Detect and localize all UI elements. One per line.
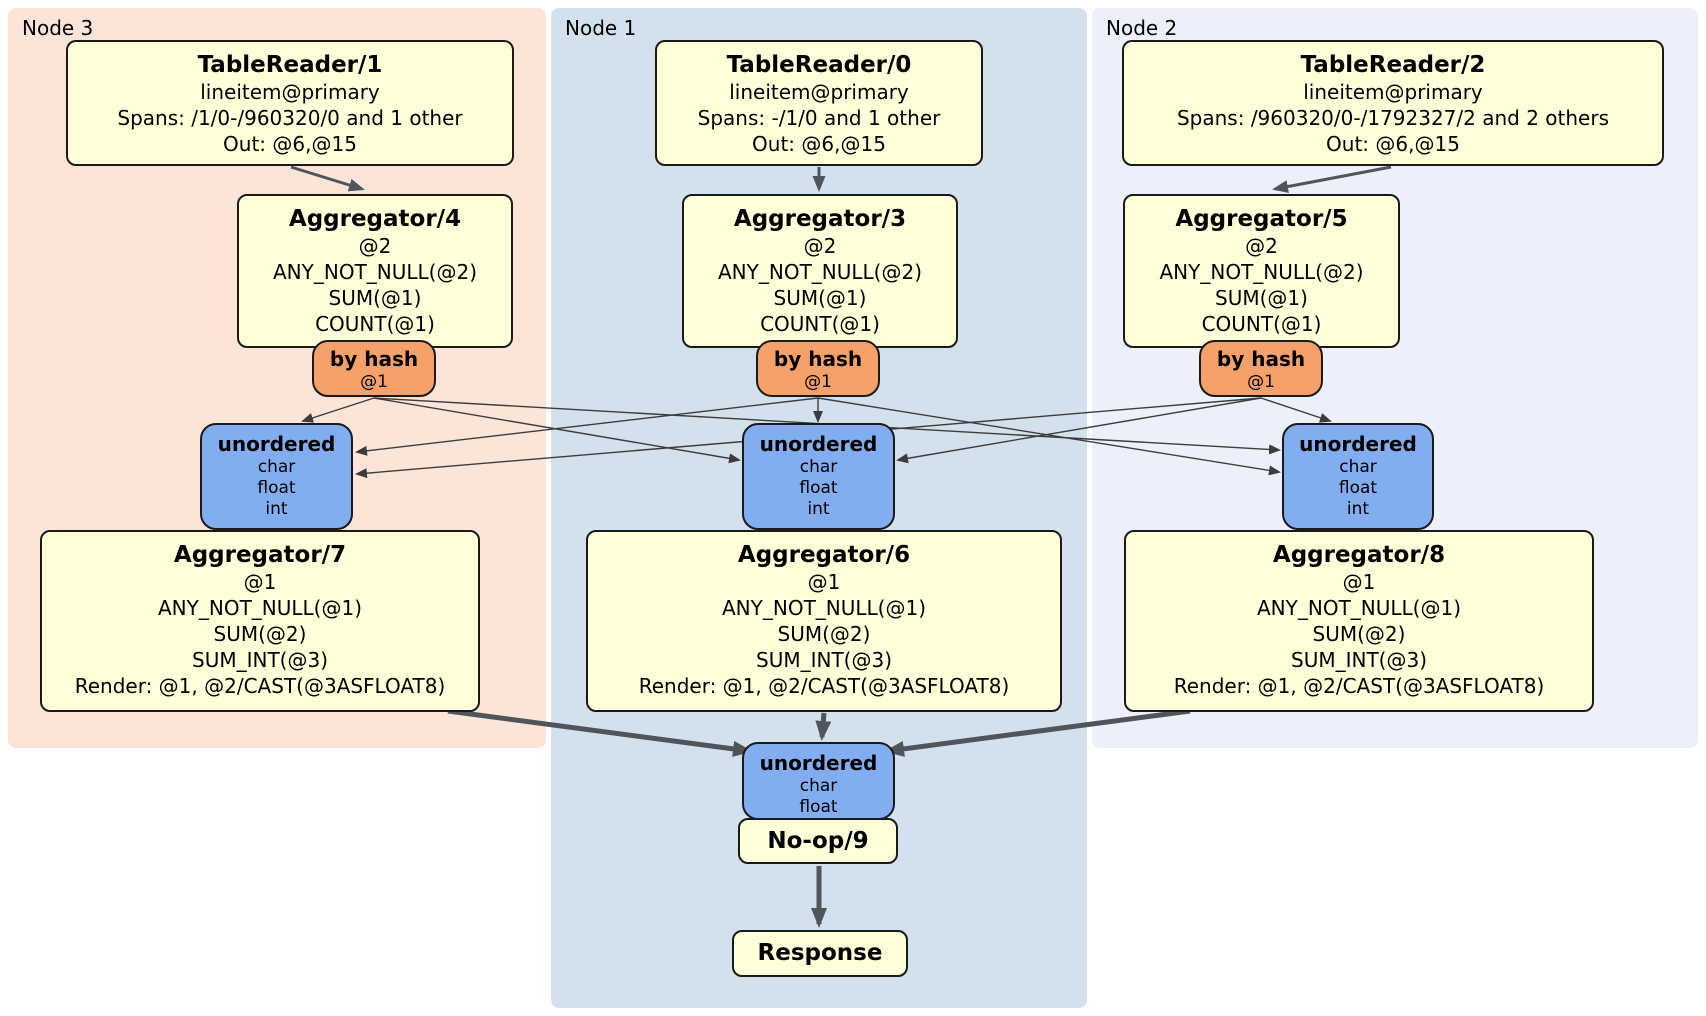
box-aggregator-8-group: @1 [1342, 570, 1376, 594]
edge-agg6-syncfinal [815, 712, 832, 741]
box-aggregator-3-fn3: COUNT(@1) [760, 312, 880, 336]
box-aggregator-8-render: Render: @1, @2/CAST(@3ASFLOAT8) [1173, 674, 1545, 698]
box-aggregator-6-group: @1 [807, 570, 841, 594]
box-aggregator-4-fn1: ANY_NOT_NULL(@2) [273, 260, 477, 284]
panel-node1-label: Node 1 [565, 16, 637, 40]
box-aggregator-5-fn1: ANY_NOT_NULL(@2) [1159, 260, 1364, 284]
router-by-hash-right-key: @1 [1247, 372, 1275, 392]
router-by-hash-mid: by hash @1 [756, 340, 880, 397]
box-aggregator-8: Aggregator/8 @1 ANY_NOT_NULL(@1) SUM(@2)… [1124, 530, 1594, 712]
box-aggregator-5-fn2: SUM(@1) [1215, 286, 1308, 310]
sync-unordered-right-col3: int [1346, 499, 1370, 519]
box-aggregator-5: Aggregator/5 @2 ANY_NOT_NULL(@2) SUM(@1)… [1123, 194, 1400, 348]
box-aggregator-7-group: @1 [243, 570, 277, 594]
box-aggregator-3: Aggregator/3 @2 ANY_NOT_NULL(@2) SUM(@1)… [682, 194, 958, 348]
box-tablereader-1-spans: Spans: /1/0-/960320/0 and 1 other [117, 106, 463, 130]
box-aggregator-3-title: Aggregator/3 [733, 206, 907, 232]
box-aggregator-6: Aggregator/6 @1 ANY_NOT_NULL(@1) SUM(@2)… [586, 530, 1062, 712]
box-aggregator-7-fn2: SUM(@2) [213, 622, 307, 646]
box-tablereader-1-title: TableReader/1 [197, 52, 383, 78]
router-by-hash-right: by hash @1 [1199, 340, 1323, 397]
sync-unordered-final-col1: char [799, 776, 838, 796]
sync-unordered-left-col1: char [257, 457, 296, 477]
box-aggregator-5-group: @2 [1245, 234, 1278, 258]
router-by-hash-left: by hash @1 [312, 340, 436, 397]
box-aggregator-6-fn2: SUM(@2) [777, 622, 871, 646]
box-aggregator-8-fn1: ANY_NOT_NULL(@1) [1257, 596, 1461, 620]
sync-unordered-right-col2: float [1338, 478, 1378, 498]
box-aggregator-7-render: Render: @1, @2/CAST(@3ASFLOAT8) [74, 674, 446, 698]
box-tablereader-0-index: lineitem@primary [729, 80, 909, 104]
box-tablereader-1: TableReader/1 lineitem@primary Spans: /1… [66, 40, 514, 166]
router-by-hash-left-title: by hash [329, 347, 419, 371]
box-aggregator-4-fn2: SUM(@1) [328, 286, 422, 310]
box-tablereader-2-index: lineitem@primary [1303, 80, 1483, 104]
sync-unordered-right-title: unordered [1299, 432, 1417, 456]
box-aggregator-8-fn2: SUM(@2) [1312, 622, 1406, 646]
sync-unordered-left: unordered char float int [200, 423, 353, 530]
box-tablereader-0-spans: Spans: -/1/0 and 1 other [697, 106, 941, 130]
box-aggregator-3-fn2: SUM(@1) [773, 286, 867, 310]
router-by-hash-left-key: @1 [360, 372, 388, 392]
box-aggregator-4-group: @2 [358, 234, 392, 258]
box-aggregator-8-fn3: SUM_INT(@3) [1291, 648, 1427, 672]
edge-hashmid-syncleft [355, 397, 819, 456]
box-response: Response [732, 930, 908, 977]
sync-unordered-final: unordered char float [742, 742, 895, 820]
box-aggregator-5-fn3: COUNT(@1) [1201, 312, 1322, 336]
sync-unordered-final-title: unordered [759, 751, 878, 775]
box-response-title: Response [757, 940, 883, 966]
edge-hashright-syncmid [896, 397, 1262, 464]
box-tablereader-0-out: Out: @6,@15 [752, 132, 886, 156]
box-no-op: No-op/9 [738, 818, 898, 864]
sync-unordered-mid: unordered char float int [742, 423, 895, 530]
router-by-hash-mid-key: @1 [804, 372, 832, 392]
box-tablereader-1-index: lineitem@primary [200, 80, 380, 104]
box-aggregator-7: Aggregator/7 @1 ANY_NOT_NULL(@1) SUM(@2)… [40, 530, 480, 712]
box-aggregator-3-fn1: ANY_NOT_NULL(@2) [718, 260, 922, 284]
box-aggregator-6-title: Aggregator/6 [737, 542, 911, 568]
panel-node2-label: Node 2 [1106, 16, 1178, 40]
sync-unordered-mid-title: unordered [759, 432, 878, 456]
sync-unordered-final-col2: float [799, 797, 838, 817]
sync-unordered-mid-col2: float [799, 478, 838, 498]
sync-unordered-mid-col3: int [807, 499, 830, 519]
sync-unordered-left-col2: float [257, 478, 296, 498]
box-no-op-title: No-op/9 [767, 828, 869, 854]
box-aggregator-4-title: Aggregator/4 [288, 206, 462, 232]
box-tablereader-2-out: Out: @6,@15 [1326, 132, 1460, 156]
edge-tr2-agg5 [1272, 165, 1392, 193]
router-by-hash-mid-title: by hash [773, 347, 863, 371]
box-aggregator-3-group: @2 [803, 234, 837, 258]
sync-unordered-left-title: unordered [217, 432, 336, 456]
box-aggregator-7-fn3: SUM_INT(@3) [192, 648, 328, 672]
edge-agg8-syncfinal [884, 708, 1191, 757]
box-aggregator-4-fn3: COUNT(@1) [315, 312, 435, 336]
box-aggregator-8-title: Aggregator/8 [1272, 542, 1446, 568]
box-tablereader-2-title: TableReader/2 [1300, 52, 1486, 78]
box-aggregator-7-fn1: ANY_NOT_NULL(@1) [158, 596, 362, 620]
sync-unordered-mid-col1: char [799, 457, 838, 477]
edge-tr1-agg4 [290, 165, 365, 192]
box-aggregator-7-title: Aggregator/7 [173, 542, 347, 568]
box-aggregator-4: Aggregator/4 @2 ANY_NOT_NULL(@2) SUM(@1)… [237, 194, 513, 348]
sync-unordered-left-col3: int [265, 499, 288, 519]
edge-agg7-syncfinal [447, 708, 753, 757]
box-tablereader-0-title: TableReader/0 [726, 52, 912, 78]
box-aggregator-6-render: Render: @1, @2/CAST(@3ASFLOAT8) [638, 674, 1010, 698]
box-tablereader-2-spans: Spans: /960320/0-/1792327/2 and 2 others [1176, 106, 1609, 130]
box-tablereader-1-out: Out: @6,@15 [223, 132, 357, 156]
edge-hashright-syncright [1260, 397, 1332, 423]
edge-hashleft-syncleft [301, 397, 375, 423]
sync-unordered-right-col1: char [1339, 457, 1377, 477]
box-aggregator-6-fn3: SUM_INT(@3) [756, 648, 892, 672]
router-by-hash-right-title: by hash [1216, 347, 1306, 371]
box-aggregator-6-fn1: ANY_NOT_NULL(@1) [722, 596, 926, 620]
box-tablereader-2: TableReader/2 lineitem@primary Spans: /9… [1122, 40, 1664, 166]
box-aggregator-5-title: Aggregator/5 [1175, 206, 1348, 232]
sync-unordered-right: unordered char float int [1282, 423, 1434, 530]
box-tablereader-0: TableReader/0 lineitem@primary Spans: -/… [655, 40, 983, 166]
panel-node3-label: Node 3 [22, 16, 94, 40]
